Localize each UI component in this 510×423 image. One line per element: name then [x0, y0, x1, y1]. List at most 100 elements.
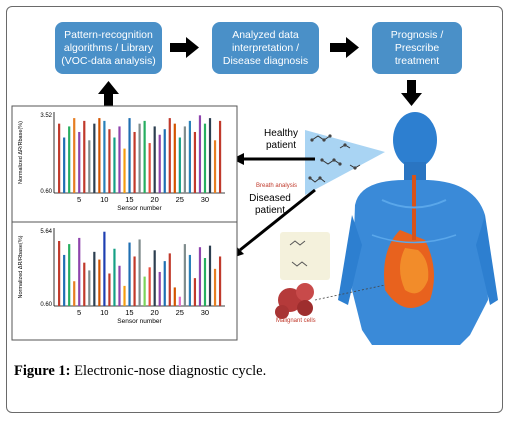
figure-caption: Figure 1: Electronic-nose diagnostic cyc…	[14, 363, 266, 380]
x-tick-label: 25	[176, 195, 184, 204]
chart-bar	[123, 148, 126, 193]
chart-bar	[208, 118, 212, 193]
y-min-label: 0.60	[40, 302, 52, 308]
chart-bar	[188, 254, 191, 306]
prognosis-box: Prognosis / Prescribe treatment	[372, 22, 462, 74]
chart-bar	[58, 123, 61, 193]
chart-bar	[103, 120, 106, 193]
chart-bar	[173, 287, 176, 306]
chart-bar	[118, 126, 121, 193]
chart-bar	[173, 123, 176, 193]
inset-molecules	[289, 240, 308, 267]
chart-bar	[133, 256, 136, 306]
y-min-label: 0.60	[40, 189, 52, 195]
x-tick-label: 30	[201, 195, 209, 204]
y-max-label: 5.64	[40, 229, 52, 235]
chart-bar	[193, 131, 197, 193]
chart-bar	[88, 140, 91, 193]
chart-bar	[153, 126, 156, 193]
chart-bar	[163, 261, 166, 306]
chart-bar	[93, 251, 96, 306]
chart-bar	[103, 231, 106, 306]
chart-bar	[198, 247, 202, 306]
chart-bar	[63, 137, 66, 193]
chart-bar	[213, 140, 217, 193]
healthy-patient-label: Healthy patient	[264, 128, 298, 151]
chart-bar	[68, 126, 71, 193]
x-tick-label: 10	[100, 195, 108, 204]
pattern-recognition-box: Pattern-recognition algorithms / Library…	[55, 22, 162, 74]
x-tick-label: 10	[100, 308, 108, 317]
human-body-figure	[338, 112, 498, 345]
chart-bar	[58, 241, 61, 306]
chart-bar	[168, 118, 171, 193]
x-tick-label: 25	[176, 308, 184, 317]
y-max-label: 3.52	[40, 113, 52, 119]
chart-bar	[83, 120, 86, 193]
x-tick-label: 30	[201, 308, 209, 317]
chart-bar	[178, 137, 181, 193]
chart-bar	[108, 129, 111, 193]
arrow-box1-to-box2	[170, 37, 199, 58]
chart-bar	[68, 244, 71, 306]
chart-bar	[128, 118, 131, 193]
data-interpretation-box: Analyzed data interpretation / Disease d…	[212, 22, 319, 74]
chart-bar	[148, 267, 151, 306]
arrow-to-healthy-chart	[232, 153, 315, 165]
chart-bar	[158, 134, 161, 193]
chart-bar	[143, 276, 146, 306]
pattern-recognition-text: Pattern-recognition algorithms / Library…	[61, 28, 156, 67]
x-axis-label: Sensor number	[117, 318, 162, 325]
chart-bar	[158, 271, 161, 306]
chart-bar	[203, 123, 207, 193]
chart-bar	[193, 278, 197, 306]
data-interpretation-text: Analyzed data interpretation / Disease d…	[222, 28, 309, 67]
chart-bar	[183, 244, 186, 306]
x-axis-label: Sensor number	[117, 205, 162, 212]
chart-bar	[148, 143, 151, 193]
x-tick-label: 20	[150, 195, 158, 204]
chart-bar	[213, 268, 217, 306]
caption-text: Electronic-nose diagnostic cycle.	[70, 363, 267, 379]
breath-analysis-label: Breath analysis	[256, 183, 298, 189]
chart-bar	[63, 254, 66, 306]
chart-bar	[218, 256, 222, 306]
molecule-inset	[280, 232, 330, 280]
y-axis-label: Normalized ΔR/Rbase(%)	[18, 121, 24, 184]
chart-bar	[198, 115, 202, 193]
chart-bar	[98, 259, 101, 306]
chart-bar	[183, 126, 186, 193]
arrow-box2-to-box3	[330, 37, 359, 58]
chart-bar	[203, 258, 207, 306]
voc-atoms	[308, 134, 357, 180]
chart-bar	[188, 120, 191, 193]
chart-bar	[208, 245, 212, 306]
x-tick-label: 15	[125, 308, 133, 317]
malignant-cells-label: Malignant cells	[276, 318, 316, 324]
chart-bar	[88, 270, 91, 306]
chart-bar	[163, 129, 166, 193]
chart-bar	[168, 253, 171, 306]
x-tick-label: 20	[150, 308, 158, 317]
malignant-cells	[275, 283, 314, 319]
x-tick-label: 5	[77, 308, 81, 317]
chart-bar	[78, 131, 81, 193]
x-tick-label: 15	[125, 195, 133, 204]
chart-bar	[113, 137, 116, 193]
chart-bar	[218, 120, 222, 193]
chart-bar	[78, 237, 81, 306]
chart-bar	[73, 281, 76, 306]
chart-bar	[98, 118, 101, 193]
breath-cone	[305, 130, 385, 195]
caption-prefix: Figure 1:	[14, 363, 71, 379]
prognosis-text: Prognosis / Prescribe treatment	[390, 28, 444, 67]
chart-bar	[138, 239, 141, 306]
chart-bar	[113, 248, 116, 306]
arrow-up-to-box1	[98, 81, 119, 107]
diseased-patient-label: Diseased patient	[249, 193, 291, 216]
chart-bar	[128, 242, 131, 306]
chart-bar	[108, 273, 111, 306]
